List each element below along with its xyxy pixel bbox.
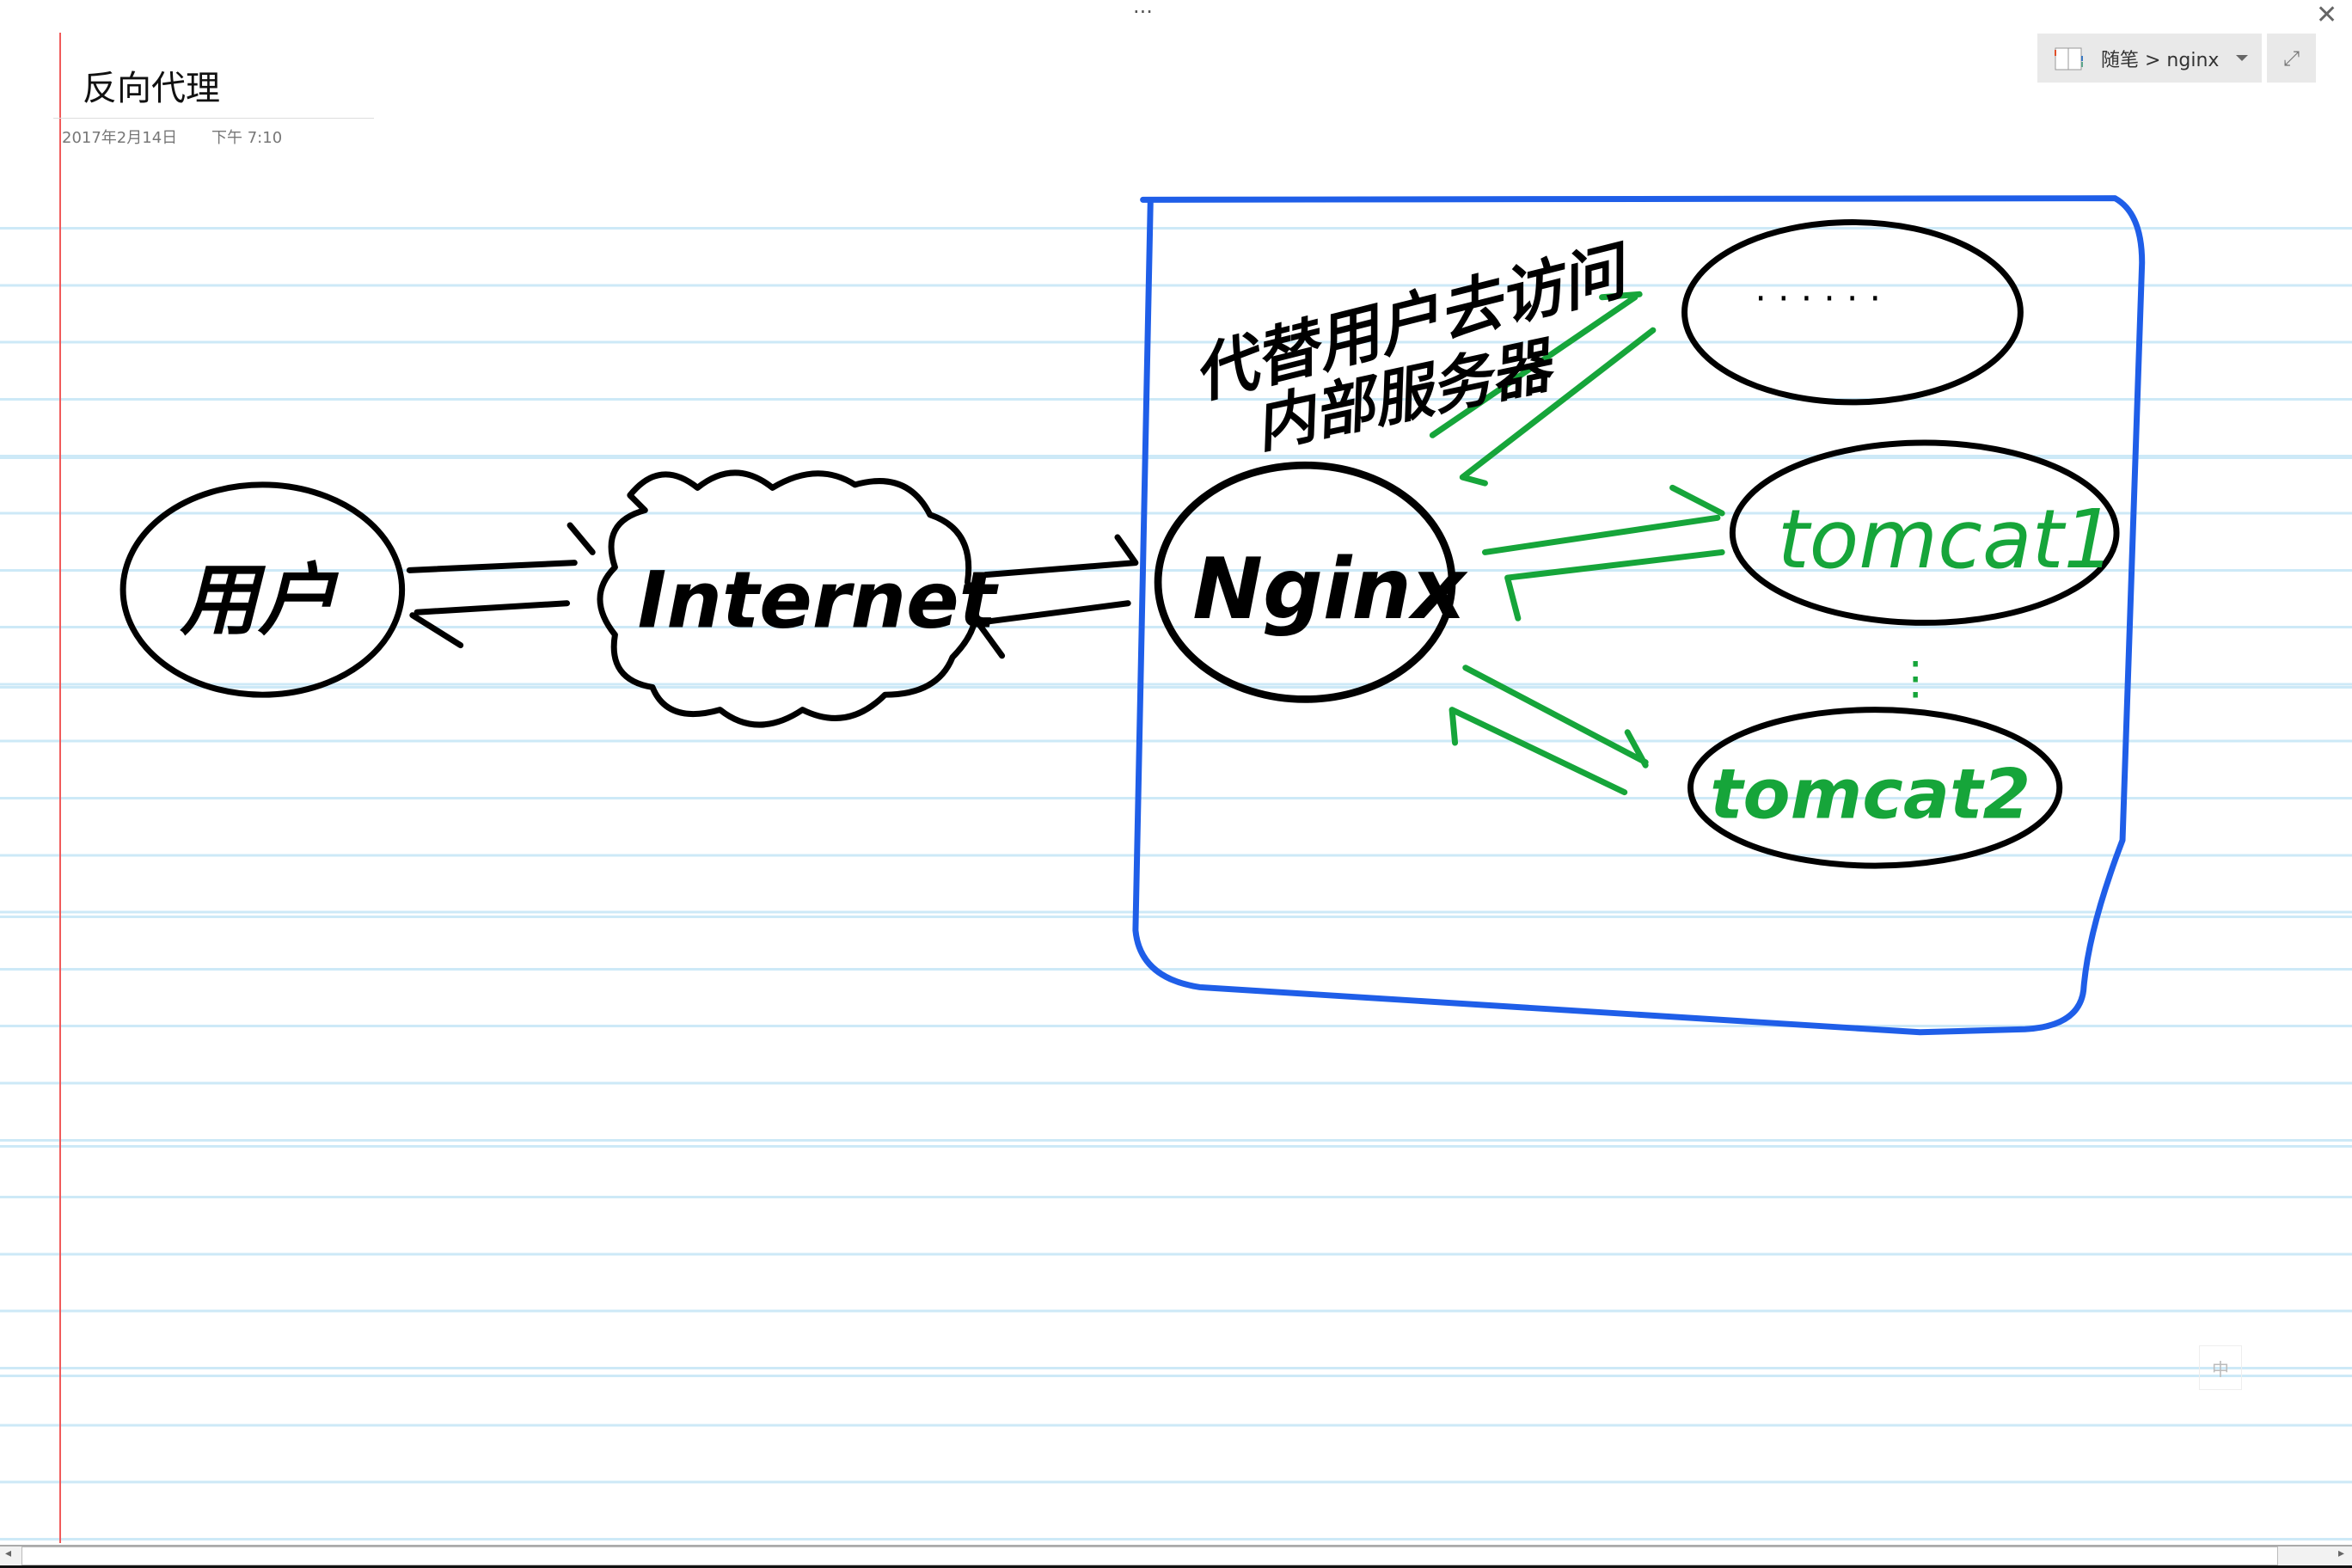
user-internet-arrows <box>406 522 596 649</box>
bottom-edge <box>0 1565 2352 1568</box>
user-label: 用户 <box>179 556 340 646</box>
nginx-ellipse <box>1154 461 1456 703</box>
scroll-right-icon[interactable]: ▸ <box>2338 1547 2345 1560</box>
internet-nginx-arrows <box>975 534 1139 659</box>
ime-indicator[interactable]: 中 <box>2199 1345 2242 1390</box>
expand-icon: ⤢ <box>2282 46 2300 70</box>
more-options-button[interactable]: ··· <box>1133 0 1153 24</box>
internal-network-box <box>1132 195 2146 1036</box>
nginx-server-arrows <box>1429 291 1725 796</box>
more-servers-ellipse <box>1681 219 2024 406</box>
close-icon[interactable]: ✕ <box>2316 0 2338 30</box>
title-divider <box>53 118 374 119</box>
internet-label: Internet <box>638 556 1000 646</box>
horizontal-scrollbar[interactable]: ◂ ▸ <box>0 1545 2352 1567</box>
tomcat1-ellipse <box>1729 439 2120 626</box>
vertical-dots: ⋮ <box>1893 652 1938 704</box>
notebook-icon <box>2055 47 2083 70</box>
tomcat1-label: tomcat1 <box>1778 493 2116 587</box>
tomcat2-label: tomcat2 <box>1710 754 2030 834</box>
notebook-path: 随笔 > nginx <box>2101 49 2220 71</box>
tomcat2-ellipse <box>1687 707 2063 869</box>
page-title[interactable]: 反向代理 <box>83 69 220 108</box>
page-date: 2017年2月14日 <box>62 129 178 147</box>
nginx-label: Nginx <box>1192 541 1468 639</box>
margin-line <box>59 33 61 1543</box>
scroll-left-icon[interactable]: ◂ <box>5 1547 12 1560</box>
user-ellipse <box>119 481 406 698</box>
internet-cloud <box>597 469 979 728</box>
more-servers-dots: · · · · · · <box>1755 277 1881 319</box>
expand-button[interactable]: ⤢ <box>2267 34 2316 83</box>
chevron-down-icon <box>2236 55 2249 61</box>
page-time: 下午 7:10 <box>211 129 283 147</box>
scrollbar-thumb[interactable] <box>21 1547 2278 1565</box>
notebook-section-selector[interactable]: 随笔 > nginx <box>2037 34 2262 83</box>
